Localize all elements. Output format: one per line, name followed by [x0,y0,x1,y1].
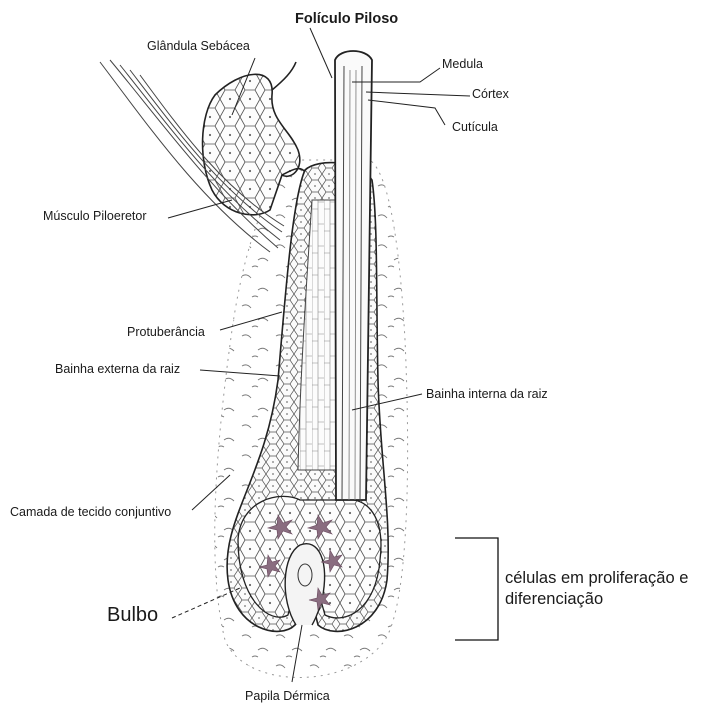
label-inner-root-sheath: Bainha interna da raiz [426,388,548,401]
hair-shaft [335,51,372,500]
label-connective-tissue: Camada de tecido conjuntivo [10,506,171,519]
label-bulb: Bulbo [107,605,158,625]
label-arrector-pili: Músculo Piloeretor [43,210,147,223]
label-bulge: Protuberância [127,326,205,339]
label-cuticle: Cutícula [452,121,498,134]
label-medulla: Medula [442,58,483,71]
label-dermal-papilla: Papila Dérmica [245,690,330,703]
annotation-bracket [455,538,498,640]
diagram-title: Folículo Piloso [295,12,398,27]
label-cortex: Córtex [472,88,509,101]
dermal-papilla-shape [285,544,324,625]
label-sebaceous-gland: Glândula Sebácea [147,40,250,53]
label-outer-root-sheath: Bainha externa da raiz [55,363,180,376]
annotation-proliferation: células em proliferação e diferenciação [505,568,720,611]
